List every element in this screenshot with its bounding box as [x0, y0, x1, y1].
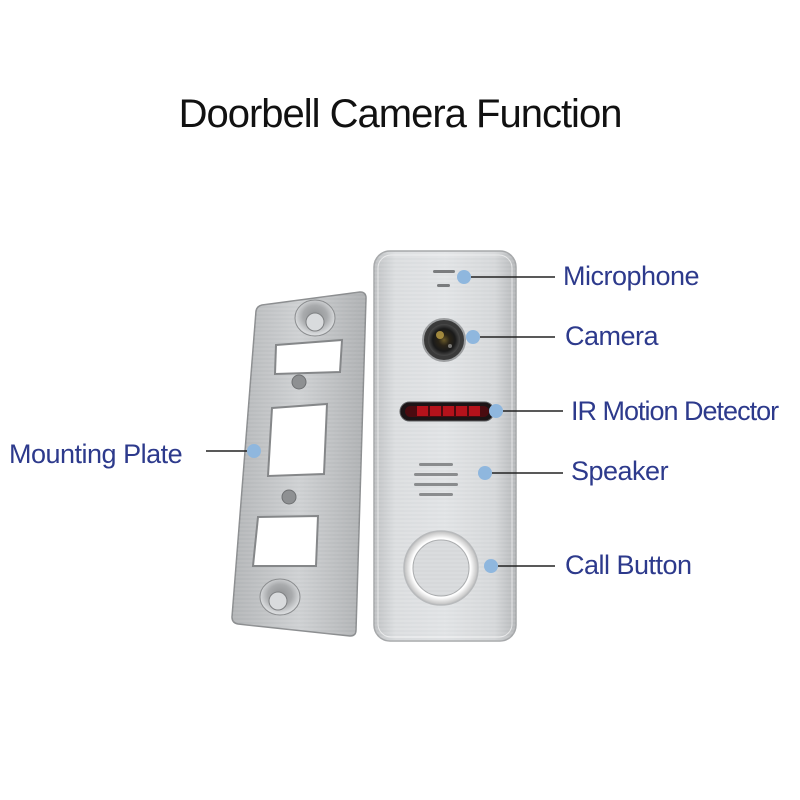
page-title: Doorbell Camera Function: [178, 92, 623, 136]
call-button: [403, 530, 479, 606]
mounting-plate-label: Mounting Plate: [9, 439, 183, 469]
ir-motion-detector-label: IR Motion Detector: [571, 396, 779, 426]
plate-top-screw-hole: [294, 299, 336, 337]
camera-label: Camera: [565, 321, 659, 351]
plate-bottom-screw-hole: [259, 578, 301, 616]
ir-motion-detector-strip: [399, 401, 495, 422]
call-button-label: Call Button: [565, 550, 692, 580]
microphone-label: Microphone: [563, 261, 700, 291]
microphone-holes: [433, 270, 455, 287]
leader-lines: [206, 276, 563, 567]
speaker-label: Speaker: [571, 456, 669, 486]
mounting-plate: [231, 291, 367, 637]
doorbell-panel: [373, 250, 517, 642]
speaker-grille: [414, 463, 458, 496]
camera-lens: [422, 318, 466, 362]
